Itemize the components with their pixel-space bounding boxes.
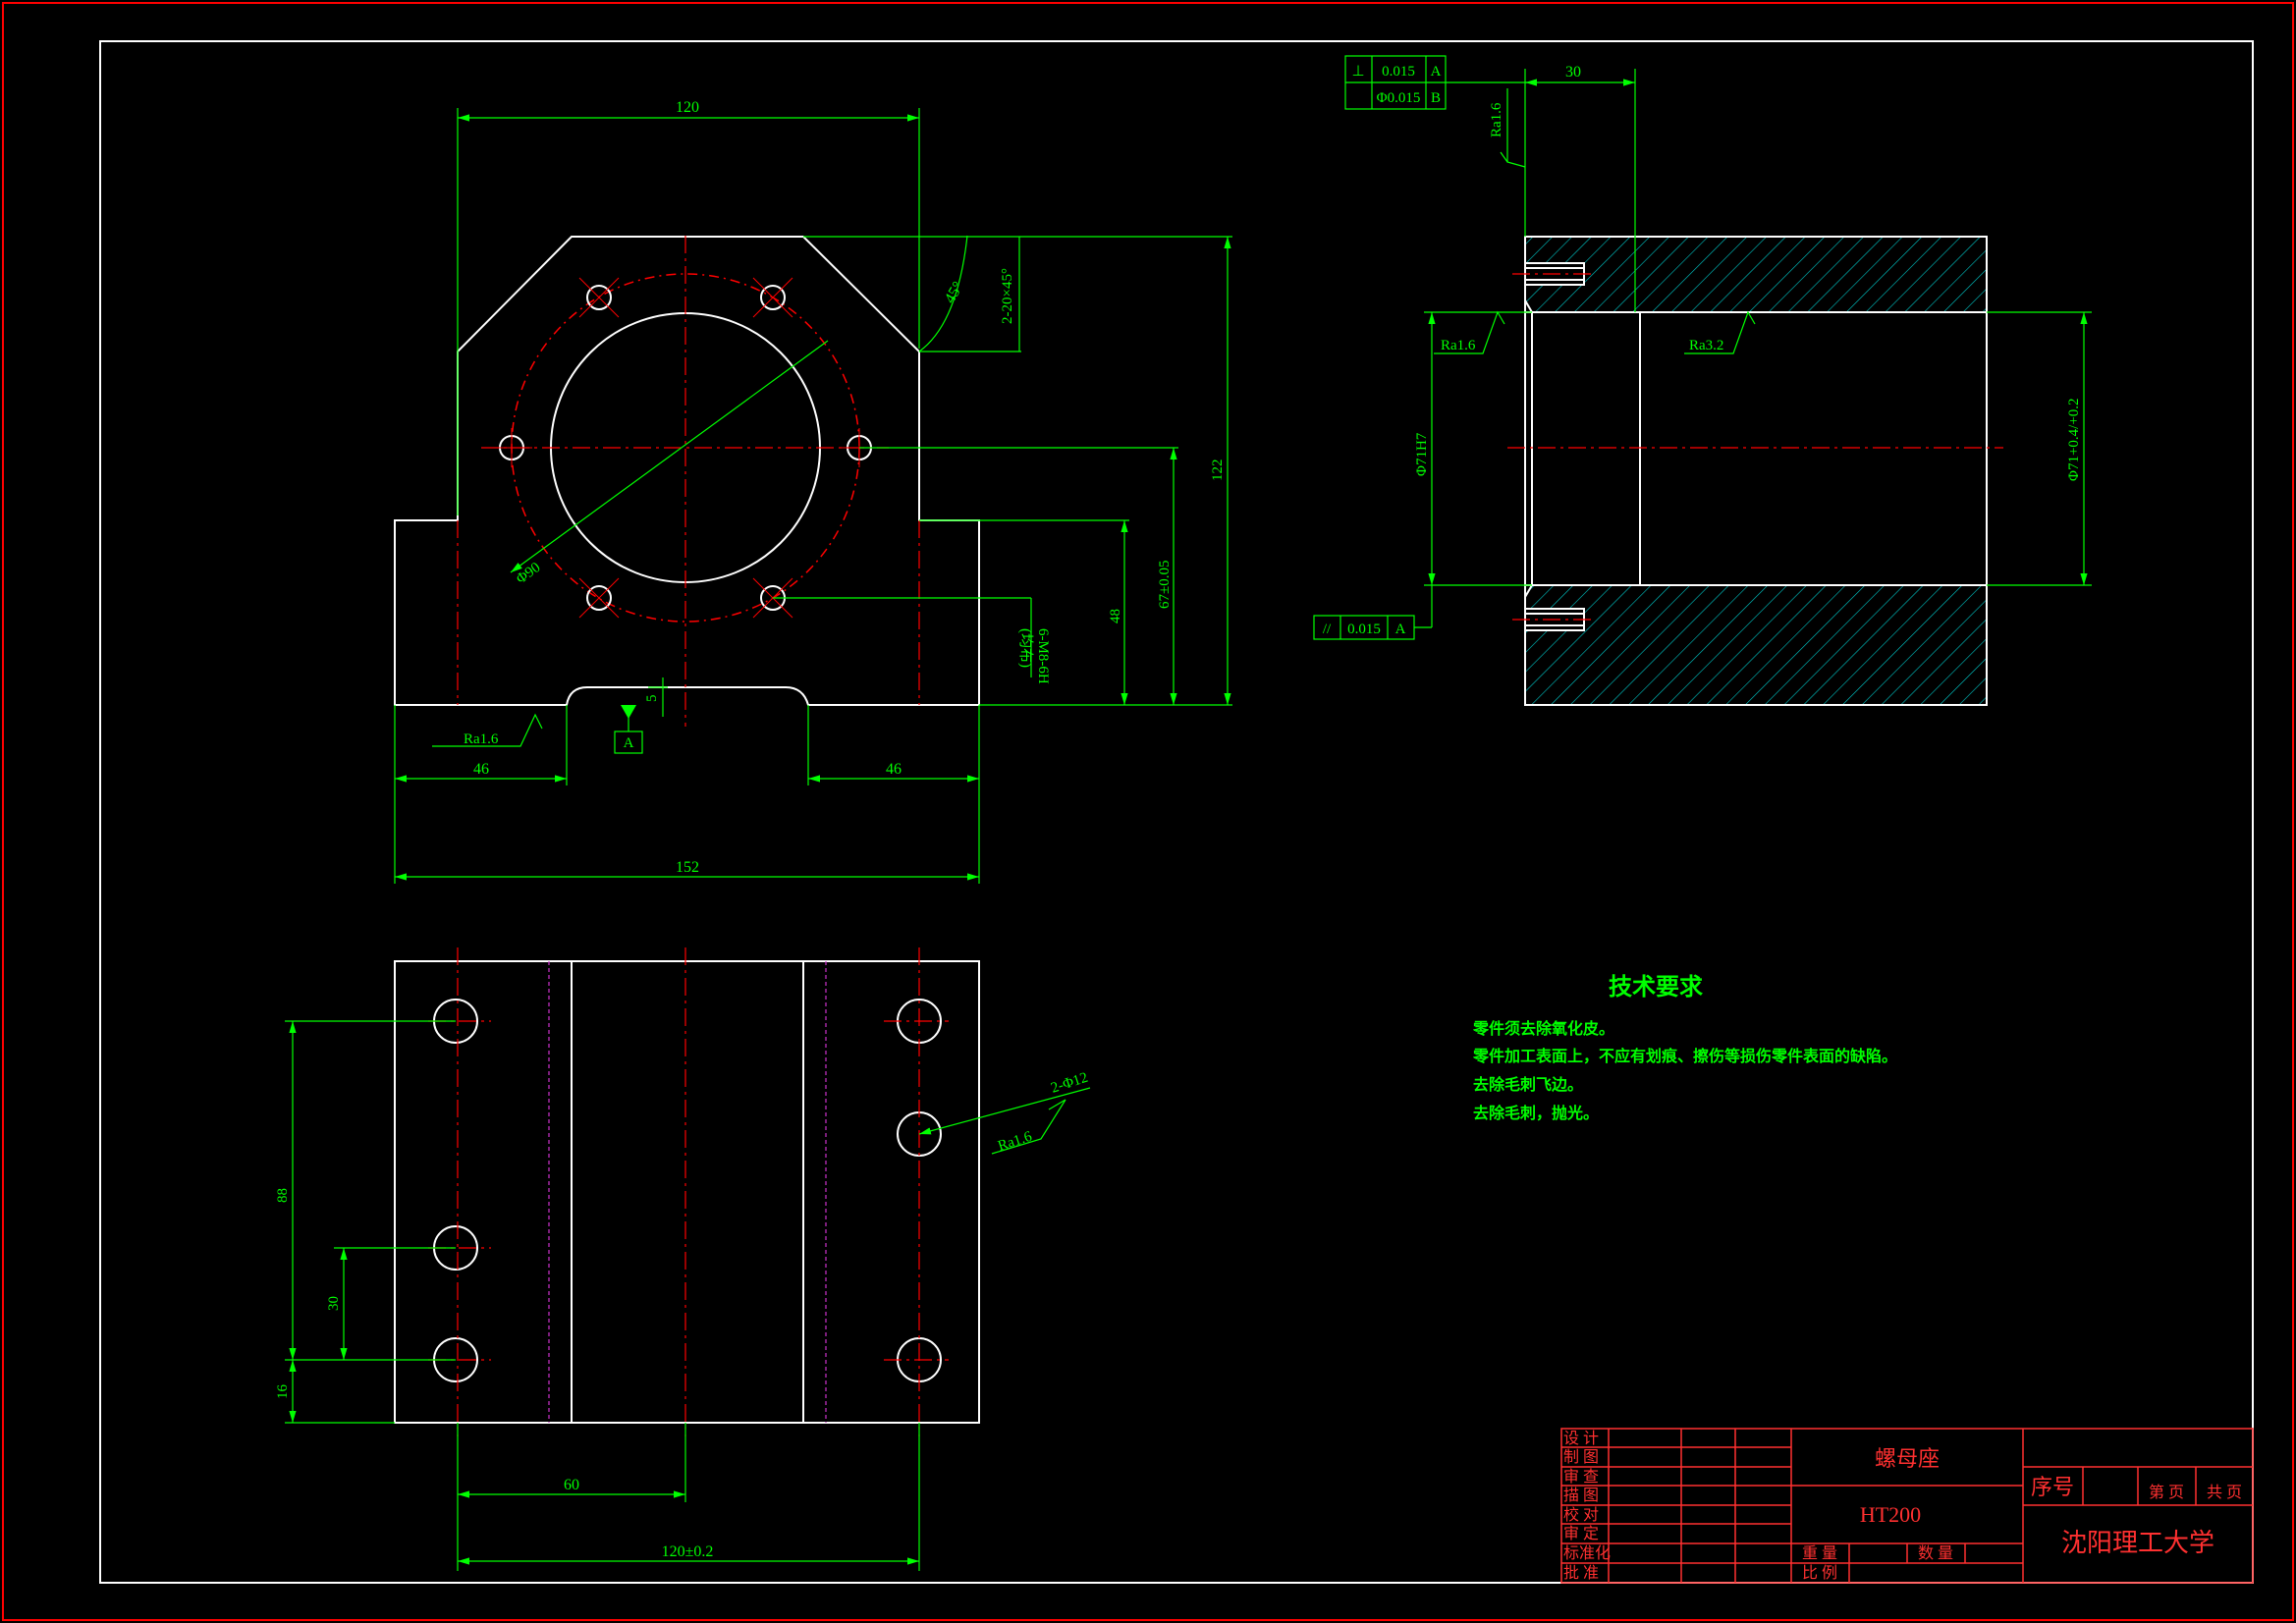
dim-slot: 5 (644, 695, 660, 703)
total-label: 共 页 (2207, 1484, 2242, 1501)
drawing-frame (99, 40, 2254, 1584)
dim-left-base: 46 (473, 761, 489, 778)
dim-right-dia: Φ71+0.4/+0.2 (2066, 398, 2082, 481)
parallel-sym: // (1323, 622, 1332, 637)
tech-req-item: 去除毛刺飞边。 (1473, 1075, 1583, 1094)
part-name: 螺母座 (1875, 1446, 1940, 1471)
parallel-ref: A (1395, 622, 1406, 637)
dim-chamfer: 2-20×45° (1000, 268, 1015, 324)
technical-requirements: 技术要求 零件须去除氧化皮。 零件加工表面上，不应有划痕、擦伤等损伤零件表面的缺… (1472, 974, 1897, 1122)
seq-label: 序号 (2031, 1475, 2074, 1499)
bolt-circle (511, 273, 860, 622)
bolt-hole (586, 585, 612, 611)
side-view-outline (1524, 236, 1988, 706)
rough-left: Ra1.6 (1441, 338, 1476, 353)
dim-length: 30 (1565, 64, 1581, 81)
role-label: 审 查 (1563, 1468, 1599, 1486)
tech-req-item: 去除毛刺，抛光。 (1473, 1104, 1599, 1122)
dim-pitch-30: 30 (326, 1296, 342, 1311)
front-view-outline (394, 236, 980, 706)
tech-req-item: 零件须去除氧化皮。 (1472, 1019, 1614, 1038)
tol-row1-ref: A (1431, 64, 1442, 80)
role-label: 描 图 (1563, 1487, 1599, 1504)
tol-row1-sym: ⊥ (1351, 64, 1364, 80)
rough-top-view: Ra1.6 (996, 1128, 1034, 1154)
tol-row2-val: Φ0.015 (1377, 90, 1421, 106)
role-label: 校 对 (1563, 1506, 1599, 1524)
dim-bore-dia: Φ90 (514, 560, 543, 587)
role-label: 设 计 (1563, 1430, 1599, 1447)
bolt-hole (760, 285, 786, 310)
qty-label: 数 量 (1918, 1544, 1953, 1562)
top-view: 88 30 16 60 120±0.2 2-Φ12 Ra1.6 (275, 947, 1091, 1571)
role-label: 标准化 (1563, 1544, 1611, 1562)
dim-height-total: 122 (1210, 460, 1226, 482)
rough-top: Ra1.6 (1489, 102, 1504, 137)
holes-note-2: (均布) (1017, 628, 1034, 668)
rough-front: Ra1.6 (464, 731, 499, 747)
role-label: 批 准 (1563, 1564, 1599, 1582)
parallel-val: 0.015 (1347, 622, 1381, 637)
top-view-outline (394, 960, 980, 1424)
dim-left-dia: Φ71H7 (1414, 432, 1430, 476)
dim-pitch-88: 88 (275, 1188, 291, 1203)
weight-label: 重 量 (1802, 1544, 1837, 1562)
front-view: 120 45° 2-20×45° 122 67±0.05 48 Φ90 6-M8… (394, 99, 1232, 884)
sheet-label: 第 页 (2149, 1484, 2184, 1501)
university-name: 沈阳理工大学 (2061, 1529, 2214, 1557)
scale-label: 比 例 (1802, 1564, 1837, 1582)
role-label: 制 图 (1563, 1448, 1599, 1466)
dim-shoulder-height: 48 (1108, 609, 1123, 623)
holes-note-top: 2-Φ12 (1049, 1070, 1090, 1097)
bolt-hole (586, 285, 612, 310)
title-block: 设 计 制 图 审 查 描 图 校 对 审 定 标准化 批 准 螺母座 HT20… (1560, 1428, 2254, 1584)
dim-offset-60: 60 (564, 1477, 579, 1493)
dim-width: 120 (676, 99, 699, 116)
tech-req-title: 技术要求 (1609, 974, 1703, 1001)
tol-row1-val: 0.015 (1382, 64, 1415, 80)
tech-req-item: 零件加工表面上，不应有划痕、擦伤等损伤零件表面的缺陷。 (1472, 1047, 1897, 1065)
dim-span: 120±0.2 (662, 1543, 714, 1560)
dim-right-base: 46 (886, 761, 902, 778)
tol-row2-ref: B (1431, 90, 1441, 106)
holes-note-1: 6-M8-6H (1035, 628, 1051, 684)
material: HT200 (1860, 1502, 1921, 1527)
dim-center-height: 67±0.05 (1157, 561, 1173, 609)
rough-inner: Ra3.2 (1689, 338, 1723, 353)
dim-base-width: 152 (676, 859, 699, 876)
datum-a: A (624, 735, 634, 751)
side-view: ⊥ 0.015 A Φ0.015 B 30 Ra1.6 Ra1.6 Ra3.2 … (1313, 55, 2092, 706)
role-label: 审 定 (1563, 1525, 1599, 1542)
dim-edge-16: 16 (275, 1384, 291, 1400)
dim-angle: 45° (942, 279, 967, 306)
